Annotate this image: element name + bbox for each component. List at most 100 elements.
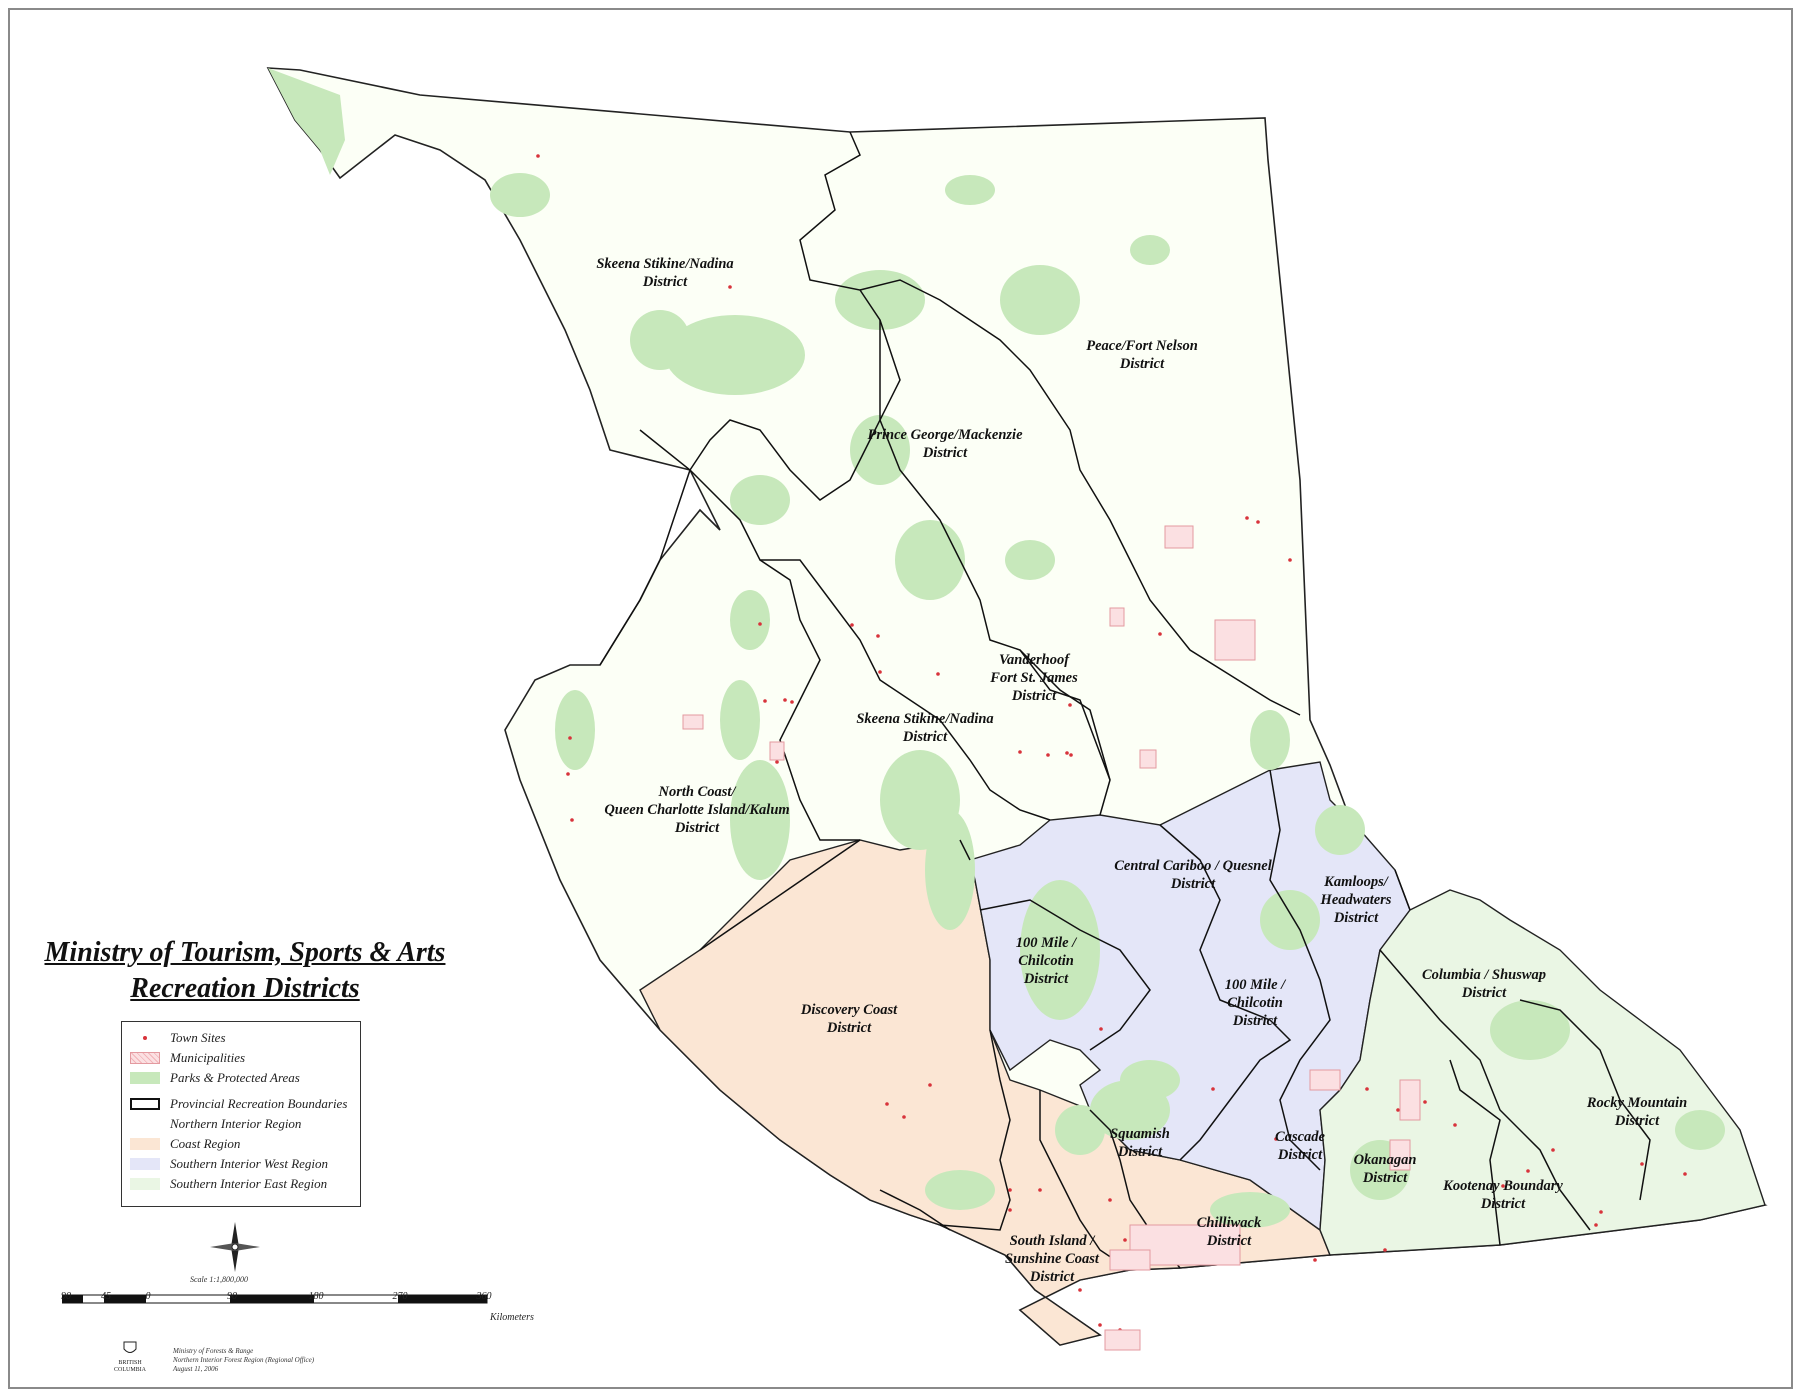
town-site-dot bbox=[1018, 750, 1022, 754]
town-site-dot bbox=[1108, 1198, 1112, 1202]
town-site-dot bbox=[1453, 1123, 1457, 1127]
town-site-dot bbox=[536, 154, 540, 158]
legend-item-boundaries: Provincial Recreation Boundaries bbox=[130, 1094, 352, 1114]
town-site-dot bbox=[1046, 753, 1050, 757]
scale-tick: 0 bbox=[145, 1291, 151, 1302]
town-site-dot bbox=[1245, 516, 1249, 520]
town-site-dot bbox=[790, 700, 794, 704]
northern-interior-swatch bbox=[130, 1118, 160, 1130]
scale-tick: 90 bbox=[61, 1291, 71, 1302]
crest-icon bbox=[123, 1341, 137, 1353]
town-site-dot bbox=[1683, 1172, 1687, 1176]
town-site-dot bbox=[1123, 1238, 1127, 1242]
credits: Ministry of Forests & Range Northern Int… bbox=[173, 1347, 315, 1373]
town-site-dot bbox=[1396, 1108, 1400, 1112]
legend-item-southern-interior-west: Southern Interior West Region bbox=[130, 1154, 352, 1174]
scale-tick: 180 bbox=[308, 1291, 324, 1302]
town-site-dot bbox=[936, 672, 940, 676]
town-site-dot bbox=[1288, 558, 1292, 562]
town-site-dot bbox=[928, 1083, 932, 1087]
town-site-dot bbox=[1599, 1210, 1603, 1214]
town-site-dot bbox=[1501, 1184, 1505, 1188]
southern-interior-east-region bbox=[1319, 889, 1766, 1256]
district-boundaries bbox=[599, 131, 1651, 1271]
legend-item-municipalities: Municipalities bbox=[130, 1048, 352, 1068]
parks-layer bbox=[268, 68, 1725, 1228]
town-site-dot bbox=[1526, 1169, 1530, 1173]
legend: Town Sites Municipalities Parks & Protec… bbox=[121, 1021, 361, 1207]
legend-item-southern-interior-east: Southern Interior East Region bbox=[130, 1174, 352, 1194]
legend-item-parks: Parks & Protected Areas bbox=[130, 1068, 352, 1088]
legend-item-northern-interior: Northern Interior Region bbox=[130, 1114, 352, 1134]
town-site-dot bbox=[902, 1115, 906, 1119]
scale-tick: 45 bbox=[101, 1291, 111, 1302]
title-line-2: Recreation Districts bbox=[130, 973, 360, 1004]
town-site-dot bbox=[1008, 1188, 1012, 1192]
town-site-dot bbox=[1256, 520, 1260, 524]
coast-swatch bbox=[130, 1138, 160, 1150]
scale-tick: 90 bbox=[227, 1291, 237, 1302]
town-site-dot bbox=[1068, 703, 1072, 707]
scale-bar bbox=[62, 1294, 488, 1304]
park-swatch bbox=[130, 1072, 160, 1084]
town-site-dot bbox=[1594, 1223, 1598, 1227]
town-site-dot bbox=[728, 285, 732, 289]
title-line-1: Ministry of Tourism, Sports & Arts bbox=[44, 937, 446, 968]
scale-ratio: Scale 1:1,800,000 bbox=[190, 1275, 248, 1284]
town-site-dot bbox=[850, 623, 854, 627]
town-site-dot bbox=[1551, 1148, 1555, 1152]
legend-item-coast: Coast Region bbox=[130, 1134, 352, 1154]
southern-interior-east-swatch bbox=[130, 1178, 160, 1190]
town-site-dot bbox=[570, 818, 574, 822]
town-site-dot bbox=[1423, 1100, 1427, 1104]
town-site-dot bbox=[1065, 751, 1069, 755]
town-site-dot bbox=[1099, 1027, 1103, 1031]
town-site-dot bbox=[568, 736, 572, 740]
bc-logo: BRITISH COLUMBIA bbox=[108, 1339, 152, 1374]
town-site-dot bbox=[1211, 1087, 1215, 1091]
boundary-swatch bbox=[130, 1098, 160, 1110]
town-site-dot bbox=[1069, 753, 1073, 757]
town-site-dot bbox=[878, 670, 882, 674]
scale-tick: 270 bbox=[392, 1291, 408, 1302]
town-site-dot bbox=[1640, 1162, 1644, 1166]
southern-interior-west-swatch bbox=[130, 1158, 160, 1170]
scale-unit: Kilometers bbox=[490, 1312, 534, 1323]
town-site-dot bbox=[1008, 1208, 1012, 1212]
municipalities-layer bbox=[682, 525, 1421, 1351]
town-site-dot bbox=[1383, 1248, 1387, 1252]
town-site-dot bbox=[876, 634, 880, 638]
legend-item-town-sites: Town Sites bbox=[130, 1028, 352, 1048]
district-label-north-coast: North Coast/Queen Charlotte Island/Kalum… bbox=[604, 784, 790, 836]
town-site-dot bbox=[1158, 632, 1162, 636]
town-site-dot bbox=[1038, 1188, 1042, 1192]
town-site-dot bbox=[775, 760, 779, 764]
town-site-dot bbox=[885, 1102, 889, 1106]
town-site-dot bbox=[1313, 1258, 1317, 1262]
map-title: Ministry of Tourism, Sports & Arts Recre… bbox=[30, 935, 460, 1007]
map-frame bbox=[8, 8, 1793, 1389]
north-arrow-icon bbox=[210, 1222, 260, 1272]
town-site-dot bbox=[758, 622, 762, 626]
town-site-icon bbox=[130, 1032, 160, 1044]
town-site-dot bbox=[783, 698, 787, 702]
town-site-dot bbox=[1274, 1137, 1278, 1141]
town-site-dot bbox=[1365, 1087, 1369, 1091]
